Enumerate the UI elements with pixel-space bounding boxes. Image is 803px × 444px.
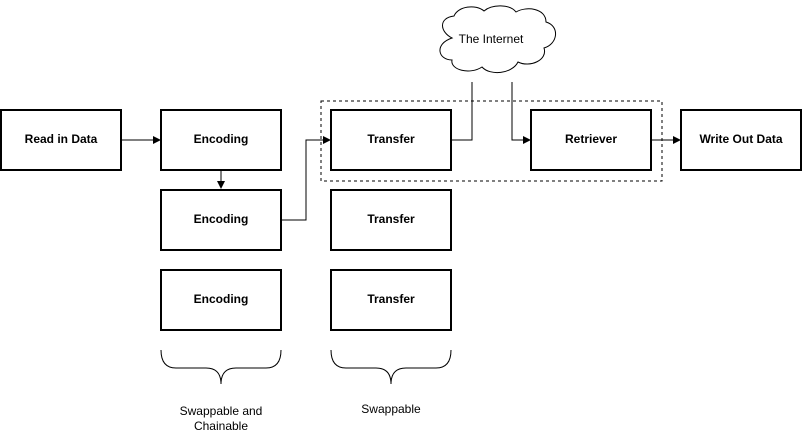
cloud-label: The Internet xyxy=(459,32,524,46)
transfer-label-3: Transfer xyxy=(367,292,415,306)
encoding-label-2: Encoding xyxy=(194,212,249,226)
transfer-box-3 xyxy=(330,269,452,331)
internet-cloud: The Internet xyxy=(439,5,556,74)
encoding-box-2 xyxy=(160,189,282,251)
connector-transfer-to-internet xyxy=(452,82,473,141)
cloud-icon xyxy=(439,5,556,74)
read-in-data-box xyxy=(0,109,122,171)
encoding-brace xyxy=(160,349,282,385)
transfer-retriever-group xyxy=(320,100,663,182)
arrowhead-encoding-1 xyxy=(153,136,161,144)
read-in-data-label: Read in Data xyxy=(25,132,98,146)
encoding-box-1 xyxy=(160,109,282,171)
write-out-data-label: Write Out Data xyxy=(699,132,782,146)
transfer-box-2 xyxy=(330,189,452,251)
encoding-label-1: Encoding xyxy=(194,132,249,146)
transfer-brace xyxy=(330,349,452,385)
encoding-label-3: Encoding xyxy=(194,292,249,306)
encoding-caption-line1: Swappable and xyxy=(180,404,263,418)
transfer-label-2: Transfer xyxy=(367,212,415,226)
transfer-label-1: Transfer xyxy=(367,132,415,146)
transfer-box-1 xyxy=(330,109,452,171)
connector-encoding2-to-transfer xyxy=(282,139,324,221)
transfer-caption: Swappable xyxy=(361,402,421,416)
arrowhead-encoding-2 xyxy=(217,181,225,189)
arrowhead-write-out xyxy=(673,136,681,144)
retriever-box xyxy=(530,109,652,171)
arrowhead-retriever xyxy=(523,136,531,144)
retriever-label: Retriever xyxy=(565,132,617,146)
encoding-caption-line2: Chainable xyxy=(194,419,248,433)
write-out-data-box xyxy=(680,109,802,171)
encoding-box-3 xyxy=(160,269,282,331)
arrowhead-transfer-1 xyxy=(323,136,331,144)
connector-internet-to-retriever xyxy=(511,82,524,141)
